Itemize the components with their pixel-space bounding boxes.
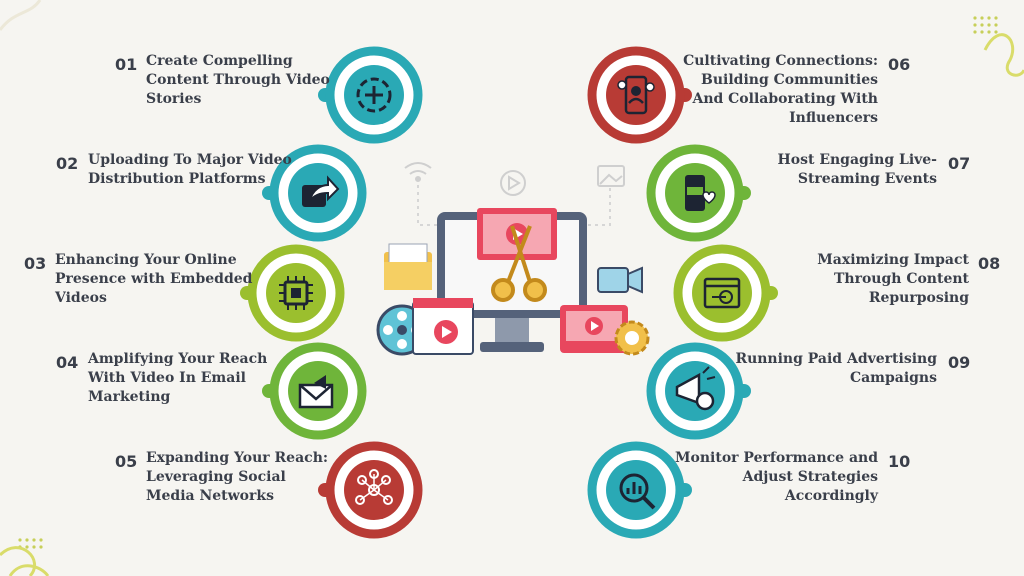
step-number-05: 05	[115, 452, 138, 471]
step-07-badge	[646, 144, 751, 242]
step-label-line: Cultivating Connections:	[683, 53, 878, 69]
image-icon	[597, 165, 625, 187]
step-label-line: Streaming Events	[797, 171, 937, 187]
step-09-badge	[646, 342, 751, 440]
step-label-line: Influencers	[789, 110, 878, 126]
gear-icon	[614, 320, 650, 356]
share-arrow-icon	[302, 175, 340, 207]
social-network-icon	[355, 469, 393, 505]
step-icons	[240, 46, 778, 539]
step-06-badge	[587, 46, 692, 144]
corner-dots-top-right	[973, 16, 998, 34]
step-number-01: 01	[115, 55, 138, 74]
step-label-line: Through Content	[833, 271, 969, 287]
plus-target-icon	[356, 77, 392, 113]
step-label-line: Leveraging Social	[146, 469, 286, 485]
step-number-10: 10	[888, 452, 911, 471]
folder-icon	[384, 243, 432, 290]
step-label-line: Marketing	[88, 389, 171, 405]
step-label-line: Content Through Video	[146, 72, 330, 88]
step-02-badge	[262, 144, 367, 242]
step-label-line: Presence with Embedded	[55, 271, 253, 287]
step-label-07: Host Engaging Live- Streaming Events	[740, 151, 937, 189]
step-03-badge	[240, 244, 345, 342]
step-08-badge	[673, 244, 778, 342]
step-number-06: 06	[888, 55, 911, 74]
step-label-06: Cultivating Connections: Building Communi…	[660, 52, 878, 128]
clapperboard-icon	[412, 298, 474, 355]
step-number-02: 02	[56, 154, 79, 173]
corner-swirl-bottom-left	[0, 546, 50, 576]
step-label-line: Expanding Your Reach:	[146, 450, 329, 466]
step-04-badge	[262, 342, 367, 440]
step-label-line: Distribution Platforms	[88, 171, 266, 187]
step-label-line: Stories	[146, 91, 202, 107]
step-01-badge	[318, 46, 423, 144]
live-phone-icon	[685, 175, 716, 211]
browser-target-icon	[703, 277, 741, 309]
chip-icon	[279, 276, 313, 310]
step-number-07: 07	[948, 154, 971, 173]
corner-swirl-top-left	[0, 0, 42, 31]
video-editing-monitor-icon	[376, 208, 650, 356]
step-label-line: Monitor Performance and	[675, 450, 878, 466]
center-faint-decor	[417, 185, 611, 226]
scissors-icon	[491, 225, 547, 302]
step-label-line: Media Networks	[146, 488, 274, 504]
step-label-line: Maximizing Impact	[817, 252, 969, 268]
step-number-03: 03	[24, 254, 47, 273]
step-label-line: Host Engaging Live-	[777, 152, 937, 168]
step-10-badge	[587, 441, 692, 539]
chart-magnifier-icon	[619, 473, 656, 510]
step-label-line: Accordingly	[784, 488, 878, 504]
step-label-line: Uploading To Major Video	[88, 152, 292, 168]
step-05-badge	[318, 441, 423, 539]
step-number-09: 09	[948, 353, 971, 372]
step-label-line: Create Compelling	[146, 53, 293, 69]
step-label-line: Building Communities	[701, 72, 878, 88]
phone-community-icon	[617, 75, 655, 115]
step-label-line: With Video In Email	[88, 370, 246, 386]
step-number-08: 08	[978, 254, 1001, 273]
wifi-icon	[404, 162, 432, 182]
step-label-line: Running Paid Advertising	[735, 351, 937, 367]
step-label-line: Repurposing	[868, 290, 969, 306]
video-player-icon	[560, 305, 628, 353]
step-label-line: Amplifying Your Reach	[88, 351, 268, 367]
step-number-04: 04	[56, 353, 79, 372]
step-label-line: Adjust Strategies	[742, 469, 878, 485]
step-label-line: Campaigns	[849, 370, 937, 386]
corner-swirl-top-right	[983, 33, 1024, 77]
megaphone-dollar-icon	[675, 366, 716, 411]
play-circle-icon	[500, 170, 526, 196]
email-megaphone-icon	[298, 375, 334, 409]
step-label-line: Enhancing Your Online	[55, 252, 237, 268]
video-camera-icon	[597, 266, 643, 294]
step-label-line: Videos	[55, 290, 107, 306]
step-label-line: And Collaborating With	[692, 91, 878, 107]
